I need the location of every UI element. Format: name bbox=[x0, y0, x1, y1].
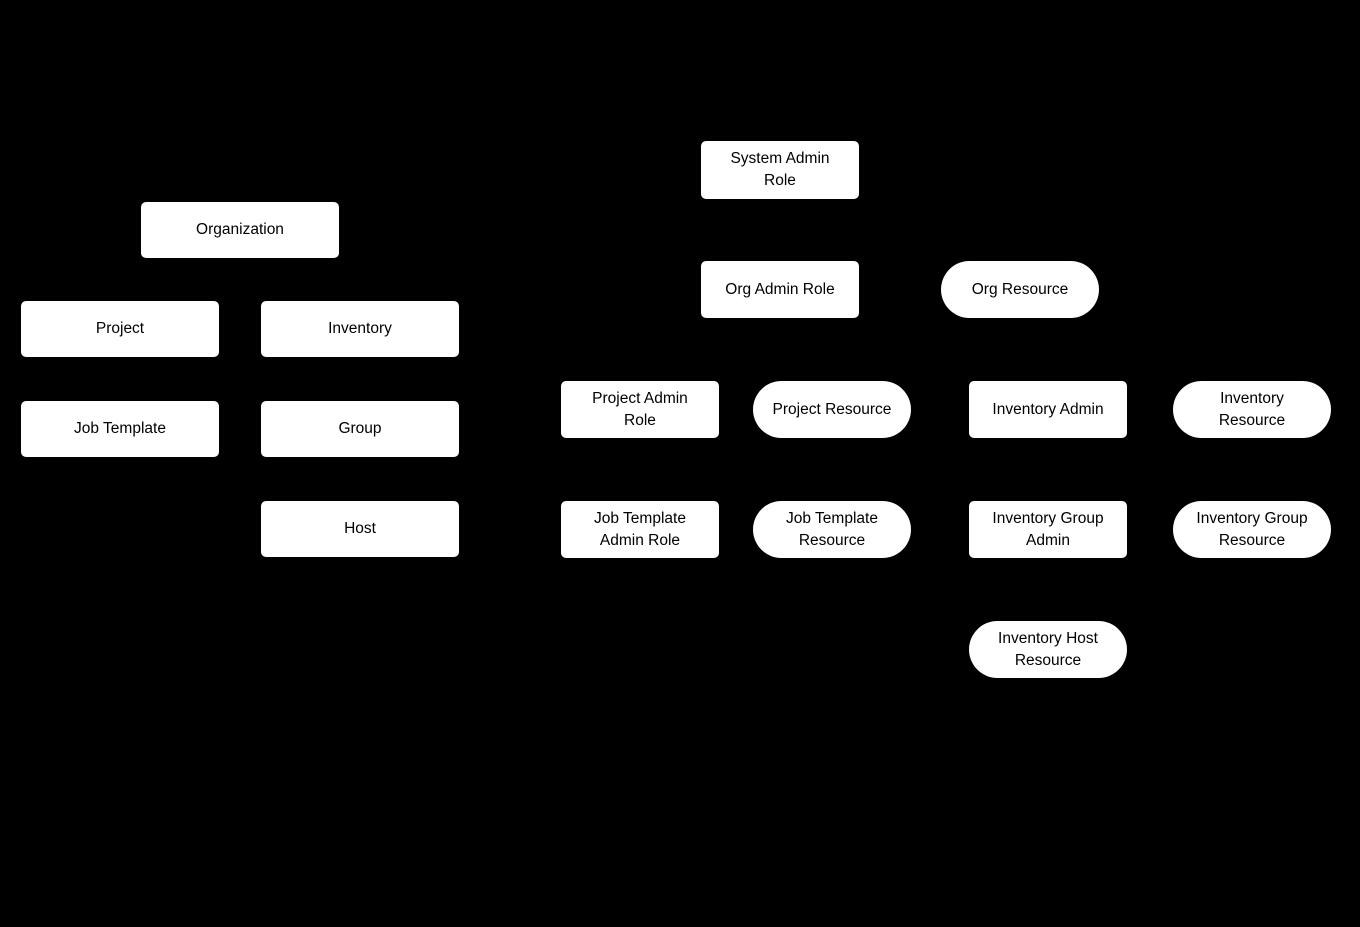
node-inventory-group-resource: Inventory Group Resource bbox=[1173, 501, 1331, 558]
node-inventory: Inventory bbox=[261, 301, 459, 357]
node-org-resource: Org Resource bbox=[941, 261, 1099, 318]
node-job-template: Job Template bbox=[21, 401, 219, 457]
node-label: Inventory Group Admin bbox=[992, 509, 1104, 549]
node-inventory-resource: Inventory Resource bbox=[1173, 381, 1331, 438]
node-label: Inventory Resource bbox=[1218, 389, 1286, 429]
node-label: Job Template Admin Role bbox=[594, 509, 686, 549]
node-job-template-admin-role: Job Template Admin Role bbox=[561, 501, 719, 558]
node-label: Organization bbox=[196, 221, 284, 238]
node-label: Inventory Group Resource bbox=[1196, 509, 1308, 549]
node-label: Project Admin Role bbox=[592, 389, 688, 429]
node-label: Inventory Admin bbox=[992, 400, 1104, 418]
node-label: Org Resource bbox=[971, 280, 1069, 298]
node-group: Group bbox=[261, 401, 459, 457]
node-system-admin-role: System Admin Role bbox=[701, 141, 859, 199]
node-label: Org Admin Role bbox=[725, 280, 835, 298]
node-host: Host bbox=[261, 501, 459, 557]
node-label: Project bbox=[95, 320, 145, 337]
node-label: System Admin Role bbox=[730, 150, 830, 189]
node-inventory-admin: Inventory Admin bbox=[969, 381, 1127, 438]
node-project-resource: Project Resource bbox=[753, 381, 911, 438]
node-label: Host bbox=[344, 520, 376, 537]
node-label: Job Template Resource bbox=[786, 509, 878, 549]
node-inventory-group-admin: Inventory Group Admin bbox=[969, 501, 1127, 558]
node-job-template-resource: Job Template Resource bbox=[753, 501, 911, 558]
node-project-admin-role: Project Admin Role bbox=[561, 381, 719, 438]
node-label: Project Resource bbox=[772, 400, 892, 418]
node-org-admin-role: Org Admin Role bbox=[701, 261, 859, 318]
node-label: Group bbox=[338, 420, 382, 437]
node-label: Inventory bbox=[328, 320, 392, 337]
node-organization: Organization bbox=[141, 202, 339, 258]
node-inventory-host-resource: Inventory Host Resource bbox=[969, 621, 1127, 678]
node-label: Job Template bbox=[74, 420, 166, 437]
node-project: Project bbox=[21, 301, 219, 357]
node-label: Inventory Host Resource bbox=[998, 629, 1098, 669]
